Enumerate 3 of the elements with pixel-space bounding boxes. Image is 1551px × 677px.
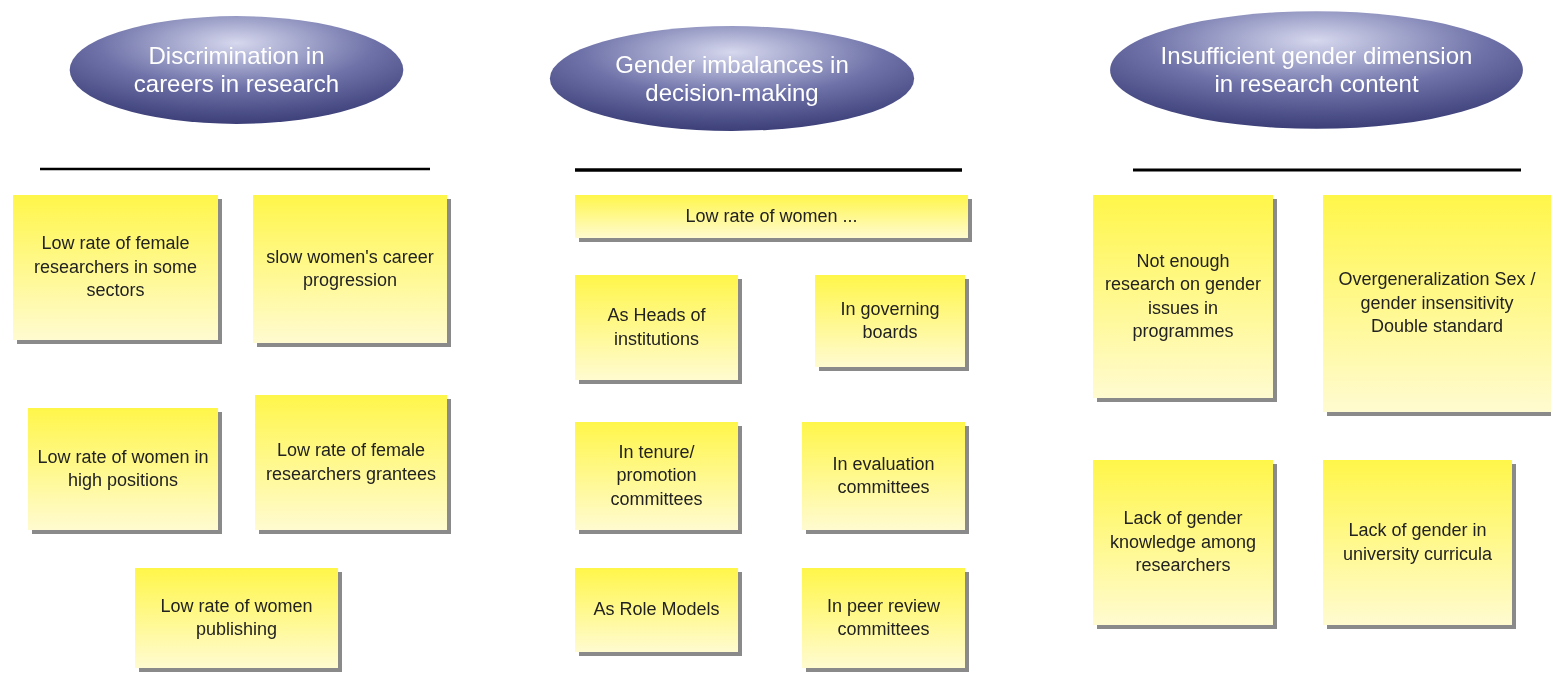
heading-text: Gender imbalances in decision-making xyxy=(614,50,850,107)
heading-text: Insufficient gender dimension in research content xyxy=(1159,42,1474,98)
heading-text: Discrimination in careers in research xyxy=(132,42,341,98)
